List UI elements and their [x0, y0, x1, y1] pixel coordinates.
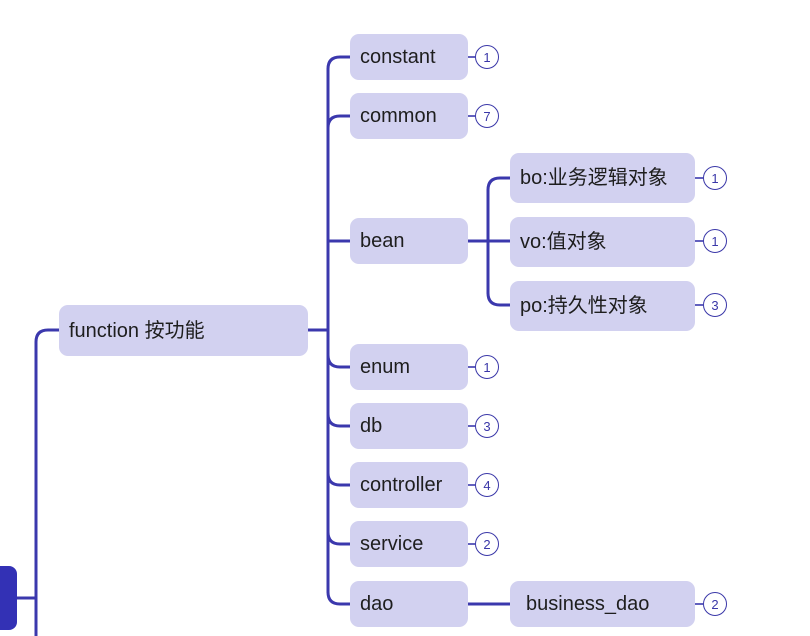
node-po[interactable]: po:持久性对象: [510, 281, 695, 331]
node-bean[interactable]: bean: [350, 218, 468, 264]
root-node-partial[interactable]: [0, 566, 17, 630]
count-badge-enum[interactable]: 1: [475, 355, 499, 379]
node-constant[interactable]: constant: [350, 34, 468, 80]
node-bo[interactable]: bo:业务逻辑对象: [510, 153, 695, 203]
node-vo[interactable]: vo:值对象: [510, 217, 695, 267]
connector-to-dao: [326, 590, 352, 606]
node-db[interactable]: db: [350, 403, 468, 449]
count-badge-vo[interactable]: 1: [703, 229, 727, 253]
node-service[interactable]: service: [350, 521, 468, 567]
node-controller[interactable]: controller: [350, 462, 468, 508]
count-badge-business-dao[interactable]: 2: [703, 592, 727, 616]
count-badge-controller[interactable]: 4: [475, 473, 499, 497]
connector-to-controller: [326, 471, 352, 487]
node-common[interactable]: common: [350, 93, 468, 139]
count-badge-constant[interactable]: 1: [475, 45, 499, 69]
count-badge-po[interactable]: 3: [703, 293, 727, 317]
connector-root-function: [34, 328, 62, 636]
connector-to-db: [326, 412, 352, 428]
node-dao[interactable]: dao: [350, 581, 468, 627]
node-function[interactable]: function 按功能: [59, 305, 308, 356]
connector-to-bo: [486, 176, 512, 192]
count-badge-db[interactable]: 3: [475, 414, 499, 438]
connector-to-enum: [326, 353, 352, 369]
node-business-dao[interactable]: business_dao: [510, 581, 695, 627]
connector-to-common: [326, 114, 352, 130]
count-badge-service[interactable]: 2: [475, 532, 499, 556]
connector-to-constant: [326, 55, 352, 71]
count-badge-bo[interactable]: 1: [703, 166, 727, 190]
count-badge-common[interactable]: 7: [475, 104, 499, 128]
connector-to-po: [486, 291, 512, 307]
node-enum[interactable]: enum: [350, 344, 468, 390]
connector-to-service: [326, 530, 352, 546]
